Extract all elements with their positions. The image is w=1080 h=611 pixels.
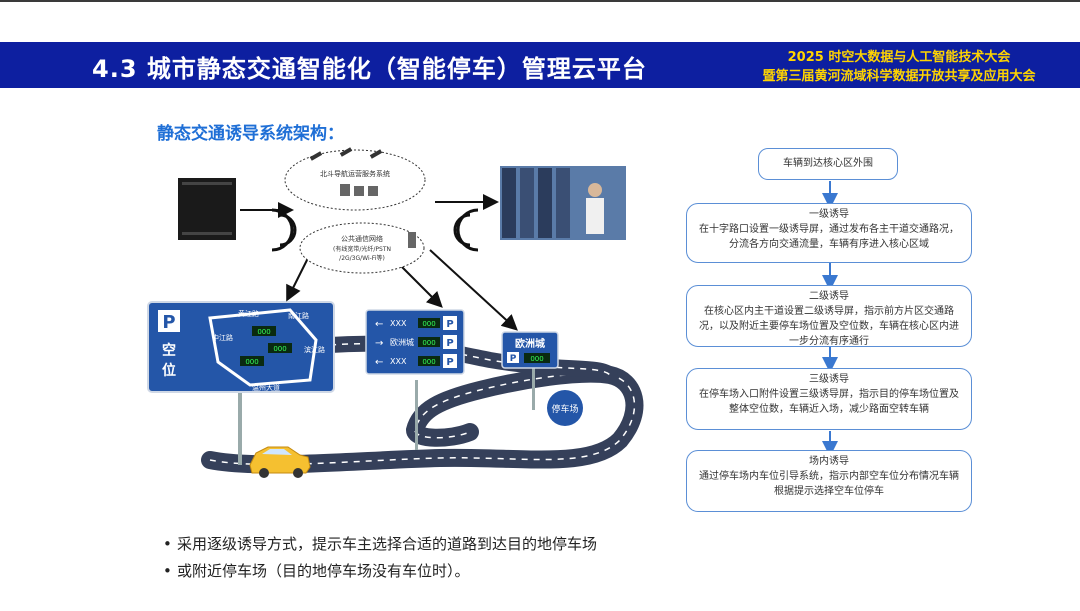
big-sign-road-5: 温州大道 xyxy=(252,383,280,392)
network-label-3: /2G/3G/Wi-Fi等) xyxy=(339,254,385,262)
big-sign-text-1: 空 xyxy=(162,342,176,359)
conference-line-1: 2025 时空大数据与人工智能技术大会 xyxy=(787,50,1011,65)
svg-text:000: 000 xyxy=(422,320,435,328)
satellite-icon xyxy=(309,147,383,161)
network-label-1: 公共通信网络 xyxy=(341,234,383,243)
car-icon xyxy=(249,446,311,478)
small-sign-count: 000 xyxy=(530,355,543,363)
small-sign-name: 欧洲城 xyxy=(515,337,545,350)
mid-sign-row-1: ← XXX 000 P xyxy=(375,316,457,330)
wireless-icon-right xyxy=(453,208,479,252)
flow-step-3-body: 在停车场入口附件设置三级诱导屏，指示目的停车场位置及整体空位数，车辆近入场，减少… xyxy=(699,389,959,415)
big-sign-road-3: 中江路 xyxy=(212,333,233,342)
satellite-service-cloud: 北斗导航运营服务系统 xyxy=(284,147,426,211)
svg-text:P: P xyxy=(446,319,453,330)
flow-step-4: 场内诱导 通过停车场内车位引导系统，指示内部空车位分布情况车辆根据提示选择空车位… xyxy=(686,450,972,512)
flow-step-2-body: 在核心区内主干道设置二级诱导屏，指示前方片区交通路况，以及附近主要停车场位置及空… xyxy=(699,306,959,347)
server-hardware-icon xyxy=(178,178,236,240)
arrow-to-level3 xyxy=(429,249,518,331)
flow-step-2: 二级诱导 在核心区内主干道设置二级诱导屏，指示前方片区交通路况，以及附近主要停车… xyxy=(686,285,972,347)
svg-text:P: P xyxy=(510,354,517,364)
svg-text:←: ← xyxy=(375,357,383,368)
flow-start: 车辆到达核心区外围 xyxy=(758,148,898,180)
flow-connectors xyxy=(822,181,838,457)
svg-text:←: ← xyxy=(375,319,383,330)
big-sign-num-3: 000 xyxy=(245,358,258,366)
public-network-cloud: 公共通信网络 (有线宽带/光纤/PSTN /2G/3G/Wi-Fi等) xyxy=(299,222,425,274)
flow-step-3: 三级诱导 在停车场入口附件设置三级诱导屏，指示目的停车场位置及整体空位数，车辆近… xyxy=(686,368,972,430)
section-title: 静态交通诱导系统架构： xyxy=(157,124,344,144)
flow-step-1: 一级诱导 在十字路口设置一级诱导屏，通过发布各主干道交通路况，分流各方向交通流量… xyxy=(686,203,972,263)
big-sign-num-1: 000 xyxy=(257,328,270,336)
conference-line-2: 暨第三届黄河流域科学数据开放共享及应用大会 xyxy=(762,69,1036,84)
arrow-to-level1 xyxy=(286,257,309,302)
svg-text:XXX: XXX xyxy=(390,357,407,366)
flow-step-4-body: 通过停车场内车位引导系统，指示内部空车位分布情况车辆根据提示选择空车位停车 xyxy=(699,471,959,497)
big-sign-road-4: 滨江路 xyxy=(304,345,325,354)
flow-step-4-head: 场内诱导 xyxy=(809,456,849,467)
top-rule xyxy=(0,0,1080,2)
svg-text:000: 000 xyxy=(422,339,435,347)
level2-sign: ← XXX 000 P → 欧洲城 000 P ← XXX 000 P xyxy=(365,309,465,450)
big-sign-text-2: 位 xyxy=(162,362,176,379)
flow-step-3-head: 三级诱导 xyxy=(809,374,849,385)
svg-text:000: 000 xyxy=(422,358,435,366)
bullet-list: •采用逐级诱导方式，提示车主选择合适的道路到达目的地停车场 •或附近停车场（目的… xyxy=(163,531,597,585)
parking-lot-marker: 停车场 xyxy=(547,390,583,426)
flow-step-1-body: 在十字路口设置一级诱导屏，通过发布各主干道交通路况，分流各方向交通流量，车辆有序… xyxy=(699,224,959,250)
flow-start-text: 车辆到达核心区外围 xyxy=(783,158,873,169)
big-sign-num-2: 000 xyxy=(273,345,286,353)
parking-lot-label: 停车场 xyxy=(551,403,578,415)
svg-text:XXX: XXX xyxy=(390,319,407,328)
svg-text:→: → xyxy=(375,338,383,349)
architecture-diagram: 停车场 P 空 位 黄江路 南江路 中江路 滨江路 温州大道 000 000 0… xyxy=(147,147,644,478)
conference-badge xyxy=(718,42,1080,88)
flow-step-1-head: 一级诱导 xyxy=(809,209,849,220)
flow-step-2-head: 二级诱导 xyxy=(809,291,849,302)
big-sign-p: P xyxy=(162,312,175,333)
arrow-to-level2 xyxy=(394,259,443,308)
network-label-2: (有线宽带/光纤/PSTN xyxy=(333,245,391,253)
level1-sign: P 空 位 黄江路 南江路 中江路 滨江路 温州大道 000 000 000 xyxy=(147,301,335,465)
mid-sign-row-2: → 欧洲城 000 P xyxy=(375,335,457,349)
bullet-item-2: •或附近停车场（目的地停车场没有车位时）。 xyxy=(163,562,470,580)
mid-sign-row-3: ← XXX 000 P xyxy=(375,354,457,368)
svg-text:欧洲城: 欧洲城 xyxy=(390,337,414,347)
wireless-icon-left xyxy=(271,208,297,252)
data-center-photo xyxy=(500,166,626,240)
svg-text:P: P xyxy=(446,357,453,368)
bullet-item-1: •采用逐级诱导方式，提示车主选择合适的道路到达目的地停车场 xyxy=(163,535,598,553)
level3-sign: 欧洲城 P 000 xyxy=(501,331,559,410)
svg-text:P: P xyxy=(446,338,453,349)
satellite-label: 北斗导航运营服务系统 xyxy=(320,169,390,178)
big-sign-road-1: 黄江路 xyxy=(238,309,259,318)
page-title: 4.3 城市静态交通智能化（智能停车）管理云平台 xyxy=(92,55,647,83)
big-sign-road-2: 南江路 xyxy=(288,311,309,320)
